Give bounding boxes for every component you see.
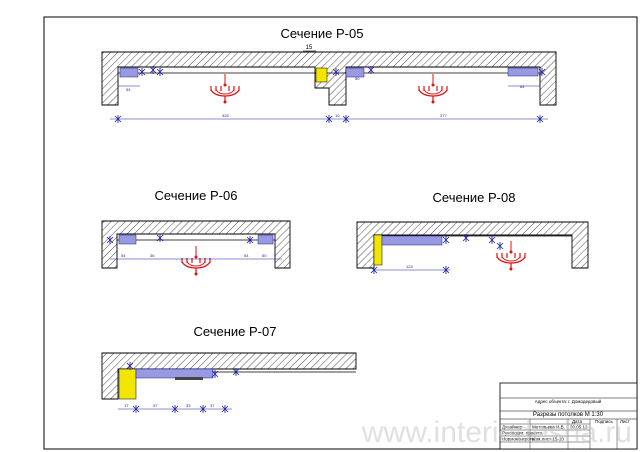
dim-label: 10 xyxy=(335,113,340,118)
title-block-sheet-title: Разрезы потолков М 1:30 xyxy=(533,412,604,418)
chandelier-icon xyxy=(181,245,211,277)
yellow-block xyxy=(118,368,137,400)
title-block: Адрес объекта: г. Домодедовый Разрезы по… xyxy=(499,382,638,450)
fixing-mark xyxy=(488,235,496,245)
cornice-panel xyxy=(345,67,365,78)
dim-label: 124 xyxy=(406,264,413,269)
title-block-col-sign: Подпись xyxy=(595,419,613,424)
title-block-col-date: Дата xyxy=(572,419,582,424)
cornice-panel xyxy=(135,368,214,379)
section-p05: Сечение Р-05 15 54 50 64 426 1 xyxy=(101,26,557,124)
fixing-mark xyxy=(138,67,146,77)
section-p05-slab xyxy=(101,51,557,106)
sheet-frame xyxy=(43,16,638,450)
cornice-panel xyxy=(257,234,274,245)
section-p06: Сечение Р-06 54 36 54 50 xyxy=(101,188,291,277)
chandelier-icon xyxy=(418,73,448,105)
title-block-designer-role: Дизайнер xyxy=(502,424,523,430)
dim-label: 17 xyxy=(124,403,129,408)
section-p08-slab xyxy=(356,221,589,269)
dim-label: 50 xyxy=(262,253,267,258)
cornice-panel xyxy=(118,234,137,245)
watermark: www.interiedesha.ru xyxy=(361,416,632,449)
title-block-frame xyxy=(499,382,638,450)
fixing-mark xyxy=(496,241,504,251)
section-p07: Сечение Р-07 17 37 33 37 xyxy=(101,324,357,414)
title-block-row3: Нормоконтроль xyxy=(502,437,535,442)
title-block-row3-mid: Изм.лист 15-10 xyxy=(532,437,564,442)
dim-label: 426 xyxy=(222,113,229,118)
dim-label: 37 xyxy=(153,403,158,408)
dim-label: 37 xyxy=(210,403,215,408)
cornice-panel xyxy=(119,67,139,78)
title-block-date: 30.05.12 xyxy=(570,425,588,430)
section-p07-slab xyxy=(101,352,357,400)
section-p08: Сечение Р-08 124 xyxy=(356,190,589,275)
cornice-strip xyxy=(175,377,203,380)
cornice-panel xyxy=(381,235,443,246)
dim-label: 377 xyxy=(440,113,447,118)
title-block-address: Адрес объекта: г. Домодедовый xyxy=(535,398,602,404)
section-p08-title: Сечение Р-08 xyxy=(433,190,516,205)
cornice-panel xyxy=(507,67,539,77)
section-p05-dim-top: 15 xyxy=(306,45,313,51)
fixing-mark xyxy=(442,235,450,245)
chandelier-icon xyxy=(496,240,526,272)
title-block-row2: Руководит. проекта xyxy=(502,431,543,436)
dim-label: 33 xyxy=(186,403,191,408)
fixing-mark xyxy=(156,67,164,77)
dim-label: 36 xyxy=(150,253,155,258)
section-p06-title: Сечение Р-06 xyxy=(155,188,238,203)
yellow-block xyxy=(373,234,383,266)
section-p05-title: Сечение Р-05 xyxy=(281,26,364,41)
dim-label: 54 xyxy=(121,253,126,258)
dim-label: 54 xyxy=(244,253,249,258)
title-block-designer-name: Матольева И.В. xyxy=(532,425,565,430)
dim-label: 54 xyxy=(126,87,131,92)
dim-label: 64 xyxy=(520,84,525,89)
section-p07-title: Сечение Р-07 xyxy=(194,324,277,339)
section-p06-slab xyxy=(101,220,291,269)
dim-label: 50 xyxy=(355,76,360,81)
fixing-mark xyxy=(156,233,164,243)
title-block-col-sheet: Лист xyxy=(620,419,630,424)
chandelier-icon xyxy=(210,73,240,105)
yellow-block xyxy=(315,67,328,83)
